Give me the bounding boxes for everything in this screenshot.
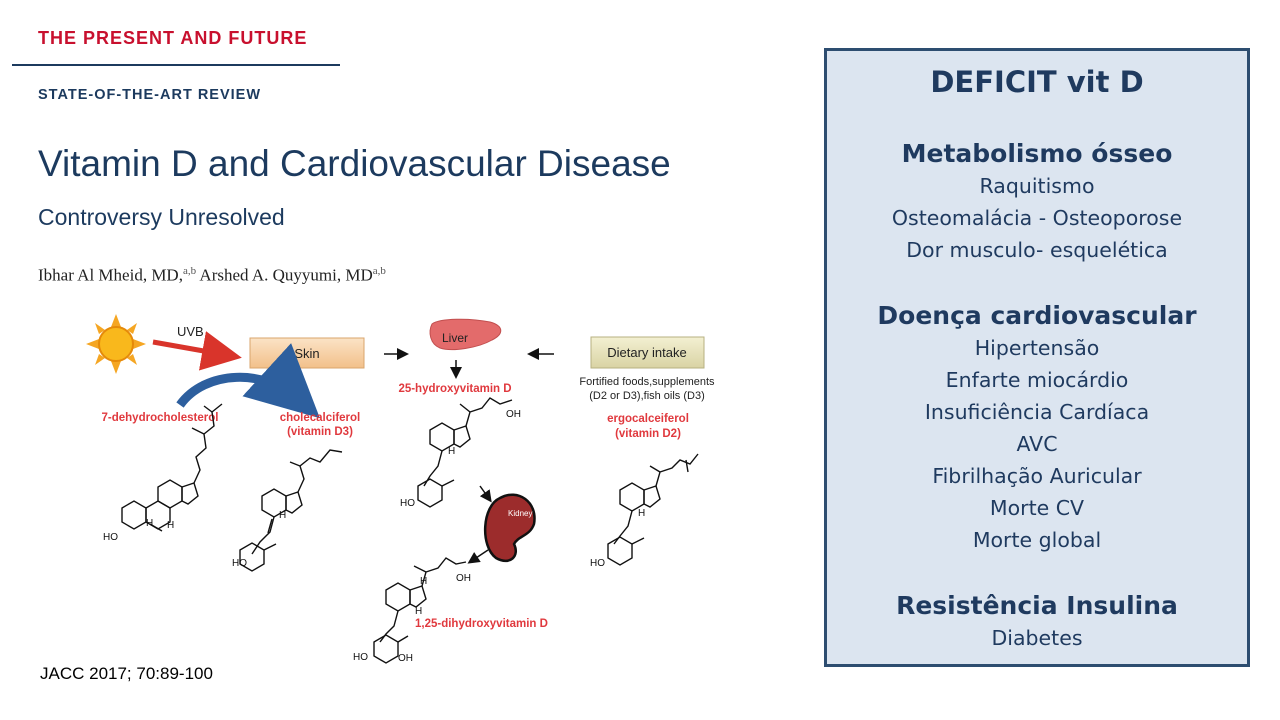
h-label: H — [420, 576, 427, 587]
article-title: Vitamin D and Cardiovascular Disease — [38, 143, 671, 184]
vitamin-d2-label: (vitamin D2) — [615, 428, 681, 440]
oh-label: OH — [506, 409, 521, 420]
uvb-arrow — [152, 331, 242, 371]
ho-label: HO — [353, 652, 368, 663]
h-label: H — [448, 446, 455, 457]
cholecalciferol-label: cholecalciferol — [280, 412, 361, 424]
ergocalciferol-label: ergocalceiferol — [607, 413, 689, 425]
author-affiliation: a,b — [372, 265, 386, 277]
dietary-intake-label: Dietary intake — [607, 345, 686, 360]
dietary-intake-box — [590, 336, 705, 369]
header-rule — [12, 64, 340, 66]
vitamin-d-metabolism-diagram: UVB Skin Liver 25-hydroxyvitamin D Dieta… — [86, 314, 715, 664]
list-item: AVC — [1016, 432, 1058, 456]
oh-label: OH — [456, 573, 471, 584]
author-name: Ibhar Al Mheid, MD, — [38, 265, 183, 285]
7-dehydrocholesterol-structure — [121, 403, 223, 532]
oh-label: OH — [398, 653, 413, 664]
author-affiliation: a,b — [182, 265, 197, 277]
list-item: Raquitismo — [979, 174, 1095, 198]
25-hydroxyvitamin-d-structure — [417, 397, 513, 508]
authors-line: Ibhar Al Mheid, MD,a,b Arshed A. Quyyumi… — [38, 265, 386, 286]
liver-label: Liver — [442, 331, 468, 345]
sun-icon — [86, 314, 146, 374]
kidney-out-arrow — [467, 549, 489, 564]
1-25-dihydroxyvitamin-d-label: 1,25-dihydroxyvitamin D — [415, 618, 548, 630]
25-hydroxyvitamin-d-label: 25-hydroxyvitamin D — [398, 383, 511, 395]
vitamin-d-deficit-panel: DEFICIT vit D Metabolismo ósseo Raquitis… — [824, 48, 1250, 667]
liver-icon — [429, 318, 502, 351]
conversion-arrow — [176, 343, 320, 419]
article-subtitle: Controversy Unresolved — [38, 204, 285, 230]
uvb-label: UVB — [177, 324, 204, 339]
1-25-dihydroxyvitamin-d-structure — [373, 557, 467, 664]
h-label: H — [638, 508, 645, 519]
list-item: Diabetes — [991, 626, 1083, 650]
cholecalciferol-structure — [239, 449, 343, 572]
ho-label: HO — [590, 558, 605, 569]
list-item: Morte global — [972, 528, 1102, 552]
ergocalciferol-structure — [607, 453, 699, 566]
list-item: Dor musculo- esquelética — [906, 238, 1168, 262]
vitamin-d3-label: (vitamin D3) — [287, 426, 353, 438]
list-item: Enfarte miocárdio — [945, 368, 1129, 392]
group-heading-insulin-resistance: Resistência Insulina — [896, 591, 1178, 620]
ho-label: HO — [400, 498, 415, 509]
h-label: H — [167, 520, 174, 531]
group-heading-cardiovascular: Doença cardiovascular — [877, 301, 1197, 330]
list-item: Insuficiência Cardíaca — [924, 400, 1150, 424]
fortified-foods-text: Fortified foods,supplements — [579, 376, 715, 388]
kidney-label: Kidney — [508, 509, 532, 518]
7-dehydrocholesterol-label: 7-dehydrocholesterol — [102, 412, 219, 424]
h-label: H — [146, 518, 153, 529]
to-kidney-arrow — [479, 485, 492, 503]
journal-kicker: THE PRESENT AND FUTURE — [38, 28, 308, 48]
skin-label: Skin — [294, 346, 319, 361]
kidney-icon — [483, 493, 536, 563]
list-item: Osteomalácia - Osteoporose — [891, 206, 1183, 230]
list-item: Fibrilhação Auricular — [932, 464, 1142, 488]
citation: JACC 2017; 70:89-100 — [40, 664, 213, 683]
list-item: Hipertensão — [974, 336, 1100, 360]
ho-label: HO — [232, 558, 247, 569]
ho-label: HO — [103, 532, 118, 543]
panel-title: DEFICIT vit D — [930, 65, 1144, 99]
h-label: H — [279, 510, 286, 521]
author-name: Arshed A. Quyyumi, MD — [199, 265, 373, 285]
section-label: STATE-OF-THE-ART REVIEW — [38, 87, 262, 103]
group-heading-bone-metabolism: Metabolismo ósseo — [901, 139, 1173, 168]
list-item: Morte CV — [989, 496, 1085, 520]
h-label: H — [415, 606, 422, 617]
fortified-foods-text-2: (D2 or D3),fish oils (D3) — [589, 390, 705, 402]
